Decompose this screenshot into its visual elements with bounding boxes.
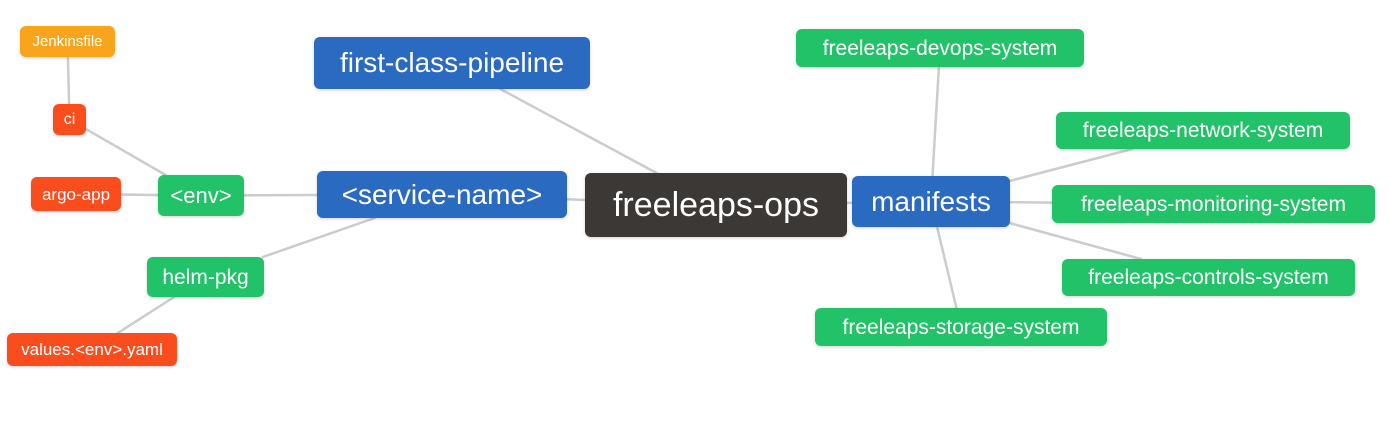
mindmap-node-ci[interactable]: ci <box>53 104 86 135</box>
mindmap-node-storage[interactable]: freeleaps-storage-system <box>815 308 1107 346</box>
mindmap-node-argoapp[interactable]: argo-app <box>31 177 121 211</box>
edge-manifests-devops <box>931 65 941 178</box>
mindmap-node-jenkins[interactable]: Jenkinsfile <box>20 26 115 57</box>
mindmap-node-manifests[interactable]: manifests <box>852 176 1010 227</box>
edge-helmpkg-service <box>261 216 376 259</box>
mindmap-node-helmpkg[interactable]: helm-pkg <box>147 257 264 297</box>
edge-ci-env <box>84 127 167 177</box>
edge-pipeline-ops <box>499 87 658 175</box>
mindmap-node-service[interactable]: <service-name> <box>317 171 567 218</box>
mindmap-node-controls[interactable]: freeleaps-controls-system <box>1062 259 1355 296</box>
edge-jenkins-ci <box>66 55 71 106</box>
mindmap-node-network[interactable]: freeleaps-network-system <box>1056 112 1350 149</box>
mindmap-node-ops[interactable]: freeleaps-ops <box>585 173 847 237</box>
mindmap-node-devops[interactable]: freeleaps-devops-system <box>796 29 1084 67</box>
mindmap-node-pipeline[interactable]: first-class-pipeline <box>314 37 590 89</box>
edge-service-ops <box>565 198 587 202</box>
edge-manifests-controls <box>1008 221 1143 261</box>
mindmap-node-env[interactable]: <env> <box>158 175 244 216</box>
mindmap-node-values[interactable]: values.<env>.yaml <box>7 333 177 366</box>
edge-manifests-storage <box>935 225 958 310</box>
edge-manifests-network <box>1008 147 1134 183</box>
edge-values-helmpkg <box>116 295 176 335</box>
mindmap-node-monitoring[interactable]: freeleaps-monitoring-system <box>1052 185 1375 223</box>
